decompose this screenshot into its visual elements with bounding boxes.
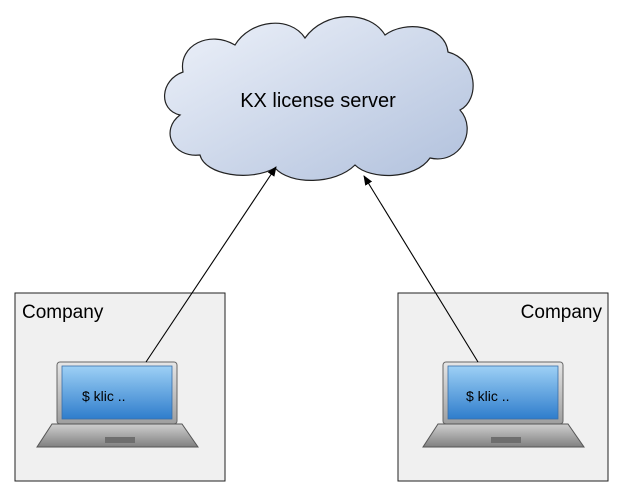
arrow-left-to-server bbox=[145, 166, 277, 363]
company-label: Company bbox=[22, 302, 104, 323]
laptop-touchpad bbox=[105, 437, 135, 443]
laptop-touchpad bbox=[491, 437, 521, 443]
laptop-base bbox=[36, 423, 199, 448]
terminal-command: $ klic .. bbox=[82, 388, 126, 404]
company-label: Company bbox=[521, 302, 603, 323]
laptop-screen bbox=[61, 365, 173, 420]
server-label: KX license server bbox=[240, 90, 396, 112]
laptop-base bbox=[422, 423, 585, 448]
arrow-right-to-server bbox=[363, 175, 479, 363]
laptop-screen bbox=[447, 365, 559, 420]
license-server-cloud: KX license server bbox=[164, 16, 474, 181]
cloud-shape bbox=[164, 16, 474, 181]
company-box-right: Company $ klic .. bbox=[397, 292, 609, 482]
laptop-icon: $ klic .. bbox=[36, 361, 199, 448]
company-box-left: Company $ klic .. bbox=[14, 292, 226, 482]
laptop-icon: $ klic .. bbox=[422, 361, 585, 448]
terminal-command: $ klic .. bbox=[466, 388, 510, 404]
